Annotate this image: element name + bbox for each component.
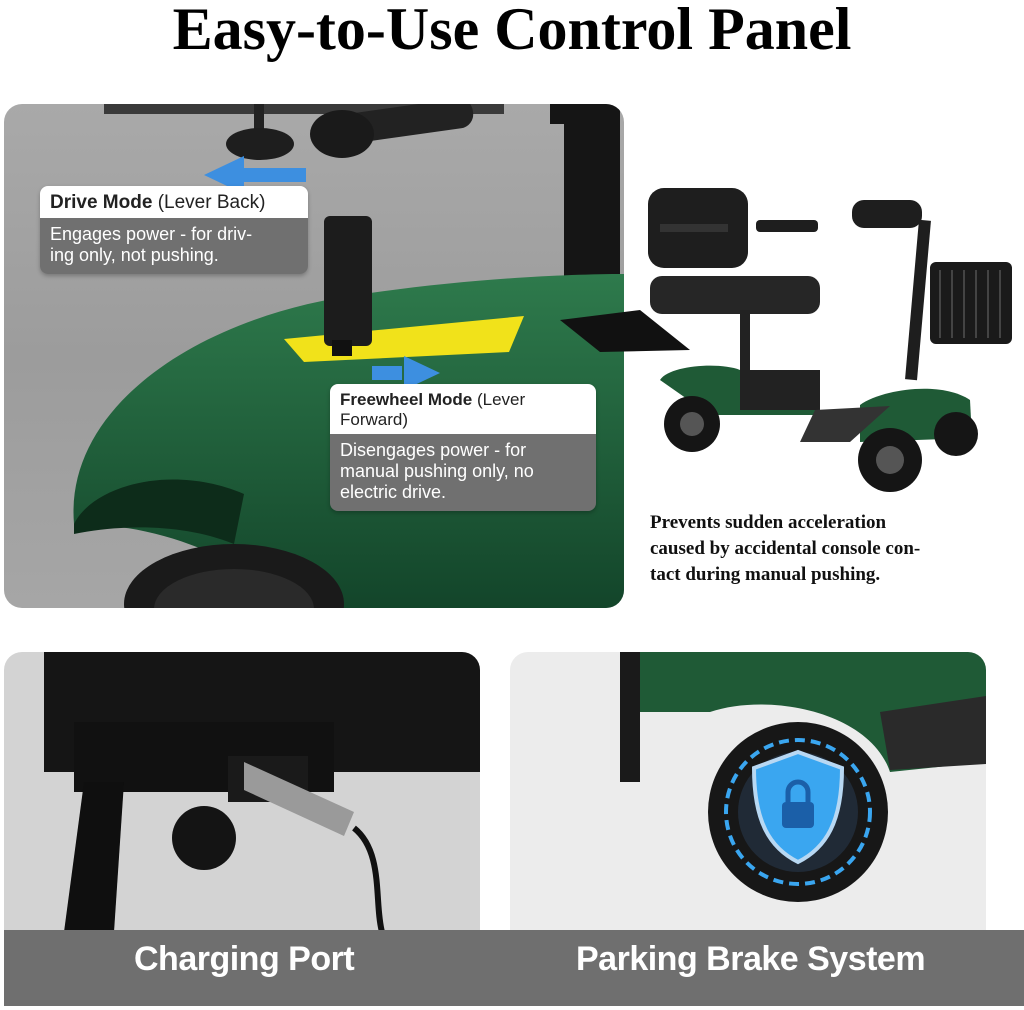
drive-mode-label: Drive Mode <box>50 192 153 213</box>
freewheel-mode-desc-line: manual pushing only, no <box>340 461 534 481</box>
freewheel-mode-desc-line: Disengages power - for <box>340 440 527 460</box>
parking-brake-photo <box>510 652 986 932</box>
scooter-closeup-illustration <box>73 104 624 608</box>
freewheel-mode-desc-line: electric drive. <box>340 482 447 502</box>
safety-note: Prevents sudden acceleration caused by a… <box>650 510 990 588</box>
bottom-caption-bar: Charging Port Parking Brake System <box>4 930 1024 1006</box>
safety-note-line: tact during manual pushing. <box>650 564 881 585</box>
parking-brake-label: Parking Brake System <box>576 940 926 978</box>
drive-mode-heading: Drive Mode (Lever Back) <box>40 186 308 218</box>
freewheel-mode-card: Freewheel Mode (Lever Forward) Disengage… <box>330 384 596 511</box>
charging-port-photo <box>4 652 480 932</box>
drive-mode-desc-line: Engages power - for driv- <box>50 224 253 244</box>
drive-mode-desc-line: ing only, not pushing. <box>50 245 219 265</box>
page-title: Easy-to-Use Control Panel <box>172 0 852 62</box>
freewheel-mode-heading: Freewheel Mode (Lever Forward) <box>330 384 596 434</box>
charging-port-label: Charging Port <box>134 940 355 978</box>
drive-mode-card: Drive Mode (Lever Back) Engages power - … <box>40 186 308 274</box>
safety-note-line: caused by accidental console con- <box>650 538 921 559</box>
freewheel-mode-label: Freewheel Mode <box>340 390 473 409</box>
drive-mode-lever-position: (Lever Back) <box>152 192 266 213</box>
drive-mode-description: Engages power - for driv- ing only, not … <box>40 218 308 274</box>
safety-note-line: Prevents sudden acceleration <box>650 512 887 533</box>
control-lever-closeup: Drive Mode (Lever Back) Engages power - … <box>4 104 624 608</box>
parking-brake-illustration <box>620 652 986 902</box>
charging-port-illustration <box>44 652 480 932</box>
freewheel-mode-description: Disengages power - for manual pushing on… <box>330 434 596 511</box>
mobility-scooter-image <box>560 188 1012 492</box>
freewheel-mode-lever-position: (Lever Forward) <box>340 390 526 429</box>
